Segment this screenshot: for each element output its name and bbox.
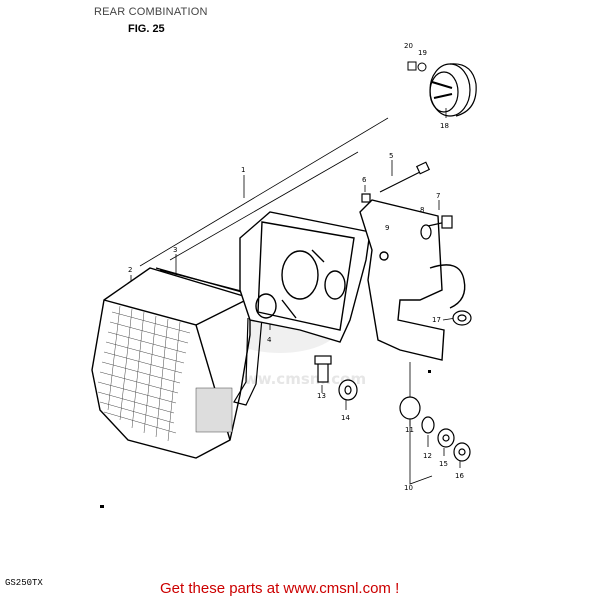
callout-2: 2 [128,266,132,274]
small-marks [100,370,431,508]
callout-9: 9 [385,224,389,232]
footer-link[interactable]: www.cmsnl.com [283,580,391,597]
callout-17: 17 [432,316,441,324]
washer-part-14 [338,379,358,401]
watermark-text: www.cmsnl.com [230,370,366,388]
callout-7: 7 [436,192,440,200]
callout-16: 16 [455,472,464,480]
footer-prefix: Get these parts at [160,580,284,597]
callout-10: 10 [404,484,413,492]
lamp-lens-part-18 [429,63,477,117]
grommet-part-17 [452,310,472,326]
callout-14: 14 [341,414,350,422]
spacer-parts-11-16 [399,396,471,462]
figure-number: FIG. 25 [128,23,165,35]
bolt-part-5 [379,161,431,193]
callout-6: 6 [362,176,367,184]
callout-5: 5 [389,152,393,160]
callout-1: 1 [241,166,245,174]
callout-8: 8 [420,206,424,214]
callout-3: 3 [173,246,177,254]
screw-part-7 [420,215,453,240]
bolt-part-13 [314,355,332,383]
callout-numbers: 1 2 3 4 5 6 7 8 9 10 11 12 13 14 15 16 1… [128,42,464,492]
callout-19: 19 [418,49,427,57]
callout-18: 18 [440,122,449,130]
lens-grid-pattern [97,305,233,442]
callout-12: 12 [423,452,432,460]
callout-11: 11 [405,426,414,434]
footer-suffix: ! [390,580,400,597]
model-code: GS250TX [5,578,43,588]
callout-4: 4 [267,336,272,344]
nut-part-6 [361,193,371,203]
callout-20: 20 [404,42,413,50]
bulb-part-19-20 [407,61,427,72]
diagram-header: REAR COMBINATION [94,6,208,18]
callout-13: 13 [317,392,326,400]
bracket-part-9 [359,199,466,361]
callout-15: 15 [439,460,448,468]
footer-banner: Get these parts at www.cmsnl.com ! [160,580,399,597]
base-plate-part-4 [239,211,371,343]
leader-lines [130,108,461,485]
